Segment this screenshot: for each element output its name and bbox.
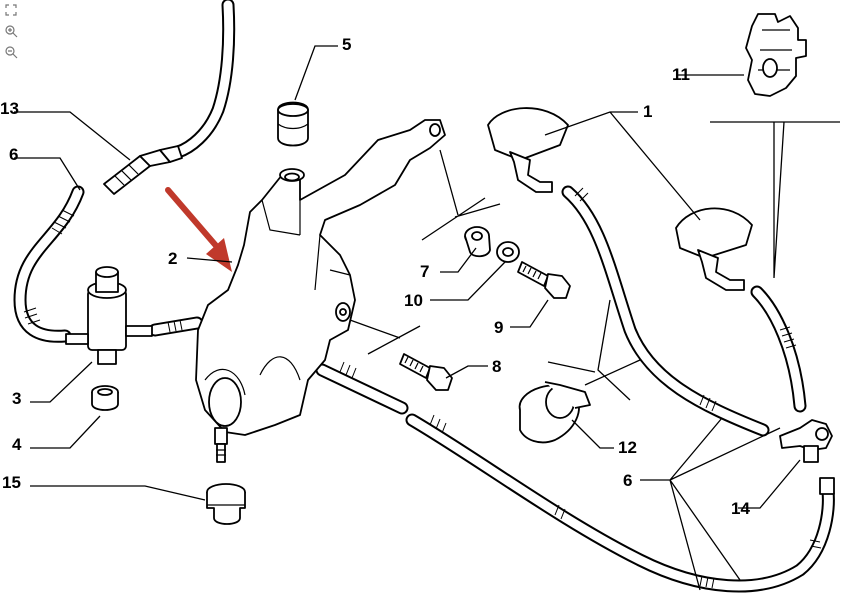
tee-connector (779, 419, 835, 495)
pointer-arrow (165, 187, 232, 272)
callout-14: 14 (731, 499, 750, 518)
hose-top-vertical (171, 0, 236, 159)
washer-reservoir (195, 119, 446, 463)
hose-nozzle-left (561, 185, 770, 437)
callout-13: 13 (0, 99, 19, 118)
callout-1: 1 (643, 102, 652, 121)
washer (496, 241, 520, 263)
viewer-toolbar (4, 3, 20, 66)
inline-connector (103, 145, 183, 195)
callout-labels: 13 6 2 3 4 15 5 1 11 7 10 9 9 9 8 12 6 1… (0, 35, 750, 518)
leader-lines (14, 45, 801, 591)
hose-nozzle-right (750, 285, 807, 413)
zoom-out-icon[interactable] (4, 45, 18, 59)
reservoir-cap (277, 101, 309, 147)
callout-4: 4 (12, 435, 22, 454)
spacer-bush (464, 226, 491, 258)
washer-nozzle-right (675, 207, 753, 291)
tank-grommet (206, 483, 246, 525)
callout-2: 2 (168, 249, 177, 268)
callout-12: 12 (618, 438, 637, 457)
washer-pump (65, 266, 153, 365)
bolt-lower (399, 353, 453, 391)
callout-6-left: 6 (9, 145, 18, 164)
callout-15: 15 (2, 473, 21, 492)
zoom-in-icon[interactable] (4, 24, 18, 38)
hose-clip-bracket (745, 13, 807, 97)
hose-long-lower (315, 361, 835, 593)
callout-5: 5 (342, 35, 351, 54)
hose-clamp (519, 381, 591, 444)
callout-9-number: 9 (494, 318, 503, 337)
callout-10: 10 (404, 291, 423, 310)
hose-pump-to-tank (148, 316, 204, 337)
reference-lines (349, 121, 840, 401)
callout-8: 8 (492, 357, 501, 376)
callout-11: 11 (672, 65, 690, 84)
hose-left-loop (13, 185, 85, 343)
callout-7: 7 (420, 262, 429, 281)
callout-6-right: 6 (623, 471, 632, 490)
callout-3: 3 (12, 389, 21, 408)
washer-nozzle-left (487, 107, 569, 193)
pump-grommet (91, 385, 119, 411)
fit-page-icon[interactable] (4, 3, 18, 17)
bolt-upper (517, 261, 571, 299)
